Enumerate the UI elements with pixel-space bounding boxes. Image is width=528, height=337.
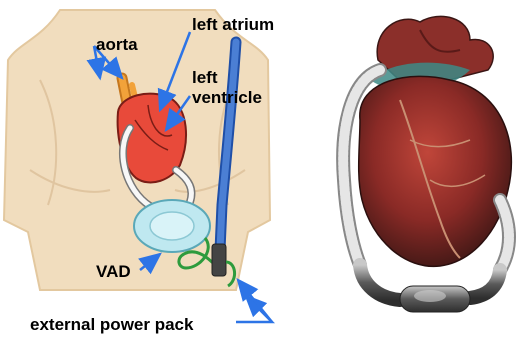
label-left-ventricle-line2: ventricle bbox=[192, 88, 262, 107]
heart-3d-body bbox=[359, 76, 512, 266]
pump-connector-right bbox=[470, 270, 500, 298]
label-left-ventricle-line1: left bbox=[192, 68, 218, 87]
heart-3d-rendering bbox=[343, 16, 511, 312]
arrow-power-pack-2 bbox=[238, 280, 272, 322]
label-vad: VAD bbox=[96, 262, 131, 281]
label-external-power-pack: external power pack bbox=[30, 315, 194, 334]
external-controller bbox=[212, 244, 226, 276]
pump-connector-left bbox=[360, 265, 400, 300]
label-left-atrium: left atrium bbox=[192, 15, 274, 34]
label-aorta: aorta bbox=[96, 35, 138, 54]
